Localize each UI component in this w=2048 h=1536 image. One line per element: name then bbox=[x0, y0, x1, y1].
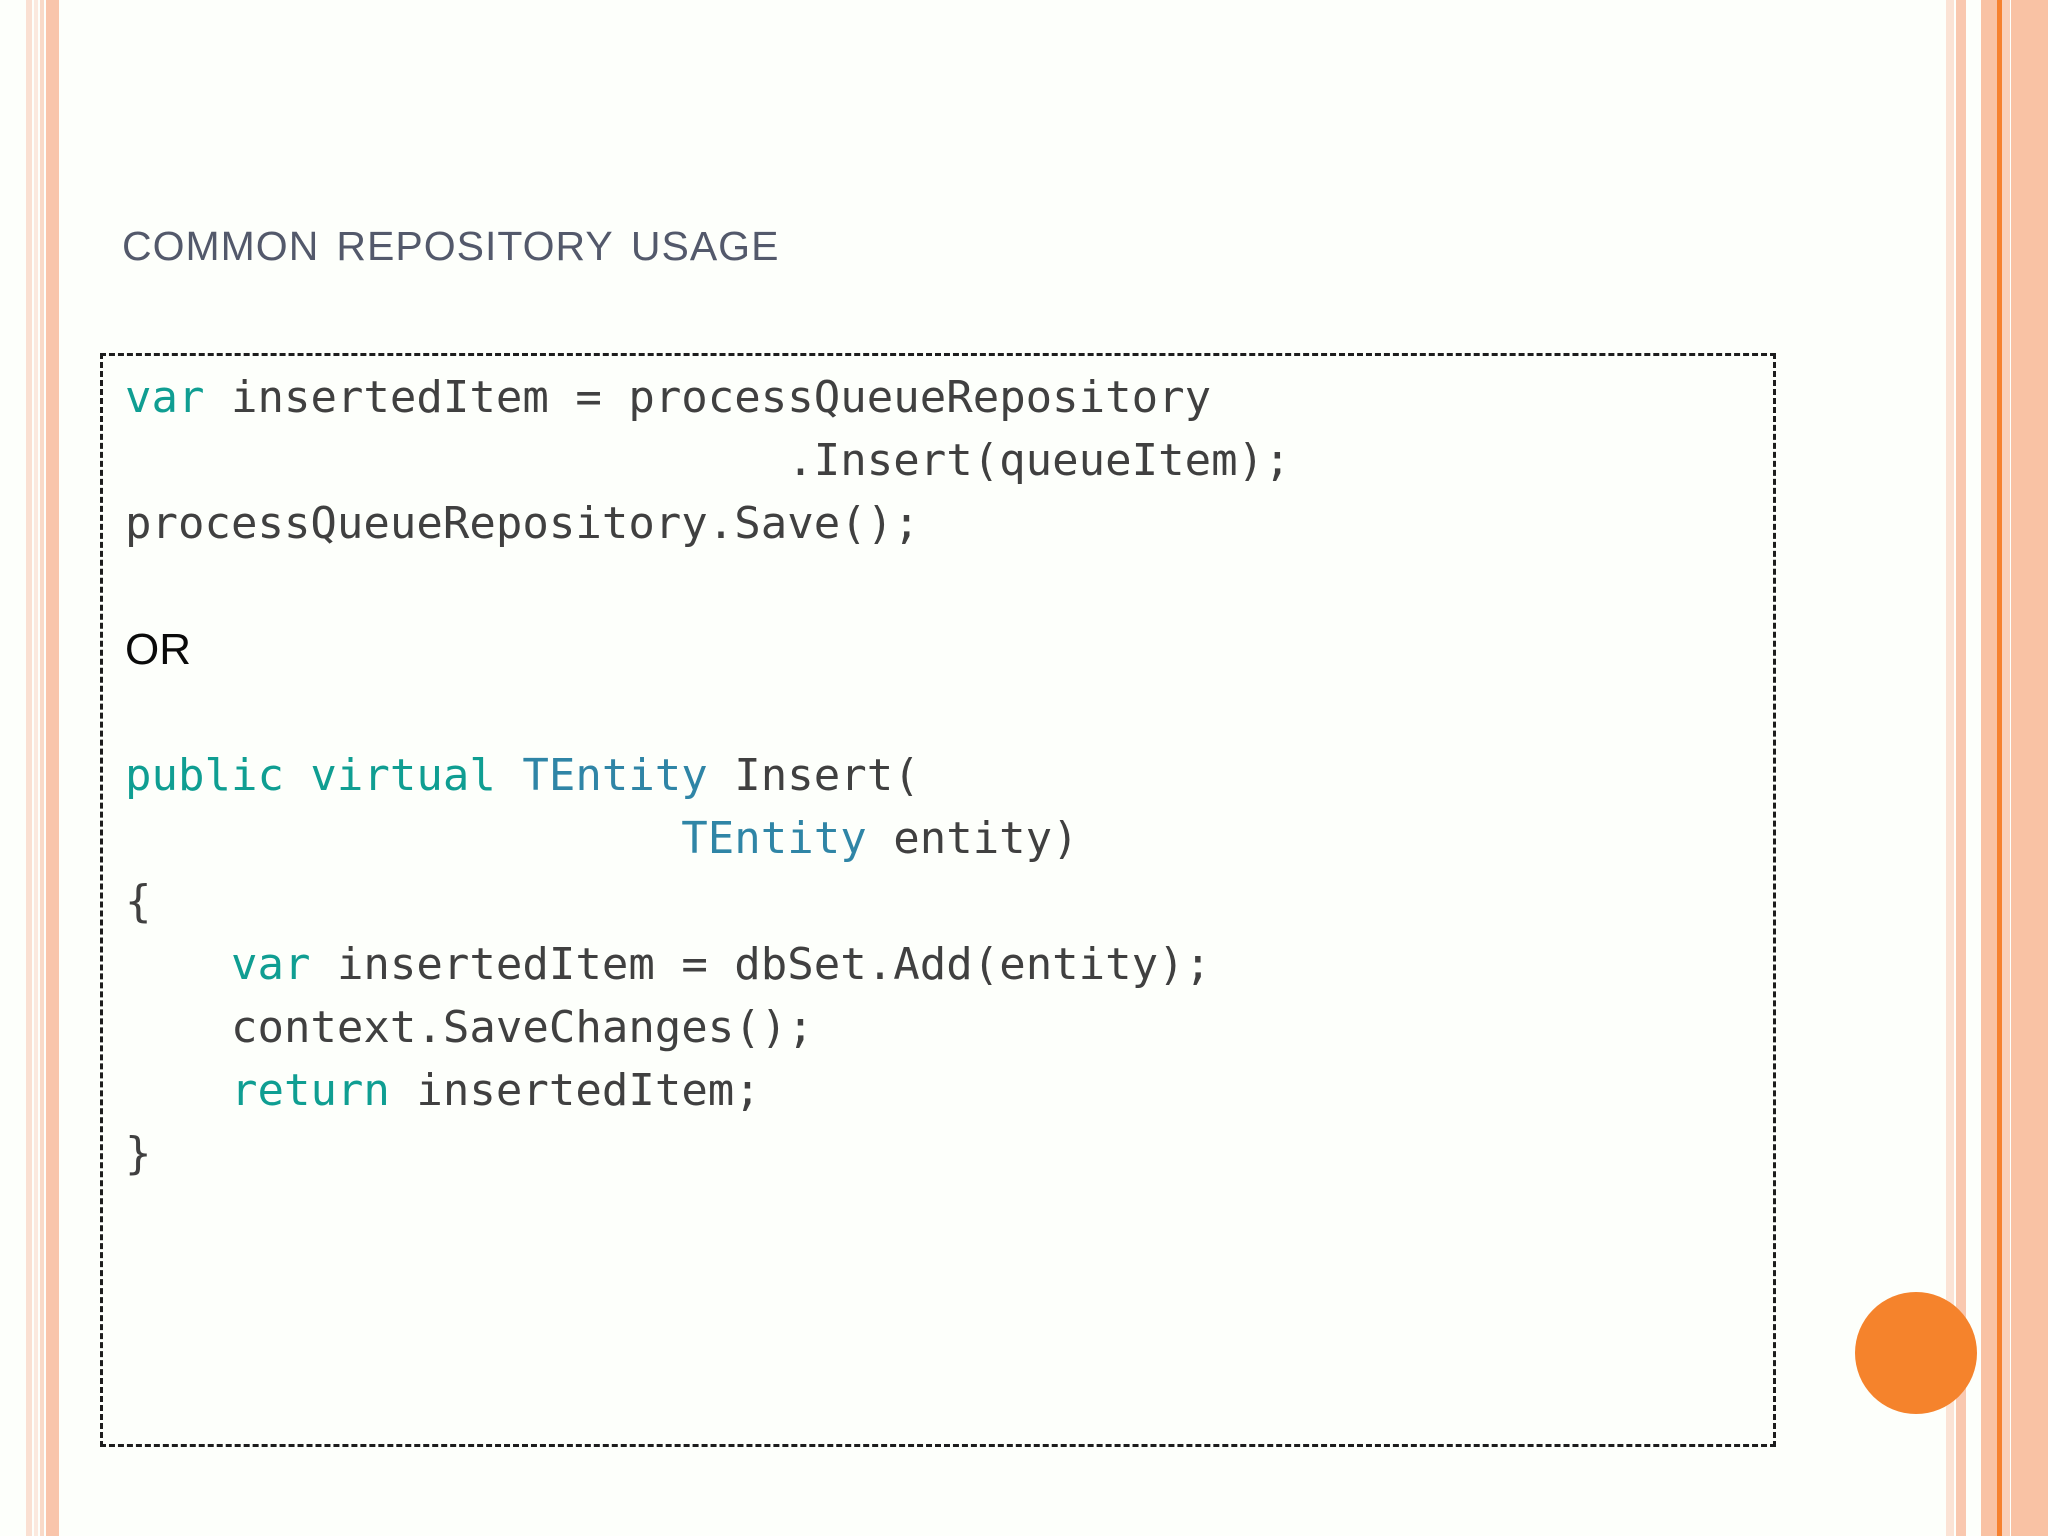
code-line bbox=[125, 681, 1765, 744]
code-token-plain: insertedItem = dbSet.Add(entity); bbox=[310, 939, 1212, 990]
code-token-plain: insertedItem = processQueueRepository bbox=[204, 372, 1212, 423]
right-stripe-accent-line bbox=[1997, 0, 2002, 1536]
left-stripe-2 bbox=[34, 0, 38, 1536]
code-token-plain: entity) bbox=[866, 813, 1079, 864]
orange-circle-decoration bbox=[1855, 1292, 1977, 1414]
code-line: context.SaveChanges(); bbox=[125, 996, 1765, 1059]
code-line: var insertedItem = dbSet.Add(entity); bbox=[125, 933, 1765, 996]
page-title-text: Common repository usage bbox=[122, 208, 780, 273]
code-token-plain bbox=[125, 939, 231, 990]
code-line: { bbox=[125, 870, 1765, 933]
code-token-keyword: var bbox=[230, 939, 311, 990]
right-stripe-2 bbox=[1956, 0, 1966, 1536]
left-stripe-4 bbox=[46, 0, 59, 1536]
code-token-plain: context.SaveChanges(); bbox=[125, 1002, 814, 1053]
code-line: processQueueRepository.Save(); bbox=[125, 492, 1765, 555]
left-stripe-3 bbox=[40, 0, 44, 1536]
code-line: return insertedItem; bbox=[125, 1059, 1765, 1122]
left-stripe-1 bbox=[26, 0, 32, 1536]
code-token-or: OR bbox=[125, 625, 191, 674]
code-line: } bbox=[125, 1122, 1765, 1185]
right-stripe-1 bbox=[1946, 0, 1954, 1536]
code-token-plain bbox=[125, 687, 152, 738]
right-stripe-5 bbox=[2002, 0, 2010, 1536]
code-token-plain bbox=[125, 813, 681, 864]
code-token-type: TEntity bbox=[681, 813, 867, 864]
code-token-keyword: return bbox=[230, 1065, 390, 1116]
code-token-plain: Insert( bbox=[707, 750, 920, 801]
code-block-content: var insertedItem = processQueueRepositor… bbox=[125, 366, 1765, 1185]
code-line bbox=[125, 555, 1765, 618]
code-token-plain bbox=[125, 561, 152, 612]
code-token-plain: { bbox=[125, 876, 152, 927]
code-block-container: var insertedItem = processQueueRepositor… bbox=[100, 353, 1776, 1447]
code-token-plain: insertedItem; bbox=[389, 1065, 761, 1116]
code-line: public virtual TEntity Insert( bbox=[125, 744, 1765, 807]
code-token-plain: } bbox=[125, 1128, 152, 1179]
code-line: var insertedItem = processQueueRepositor… bbox=[125, 366, 1765, 429]
code-line: OR bbox=[125, 618, 1765, 681]
code-token-plain bbox=[125, 1065, 231, 1116]
code-token-keyword: var bbox=[125, 372, 205, 423]
code-token-plain: .Insert(queueItem); bbox=[125, 435, 1291, 486]
code-token-plain: processQueueRepository.Save(); bbox=[125, 498, 920, 549]
code-token-keyword: public virtual bbox=[125, 750, 523, 801]
code-line: TEntity entity) bbox=[125, 807, 1765, 870]
right-stripe-3 bbox=[1981, 0, 1997, 1536]
page-title: Common repository usage bbox=[122, 212, 779, 270]
code-token-type: TEntity bbox=[522, 750, 708, 801]
code-line: .Insert(queueItem); bbox=[125, 429, 1765, 492]
right-stripe-6 bbox=[2011, 0, 2048, 1536]
